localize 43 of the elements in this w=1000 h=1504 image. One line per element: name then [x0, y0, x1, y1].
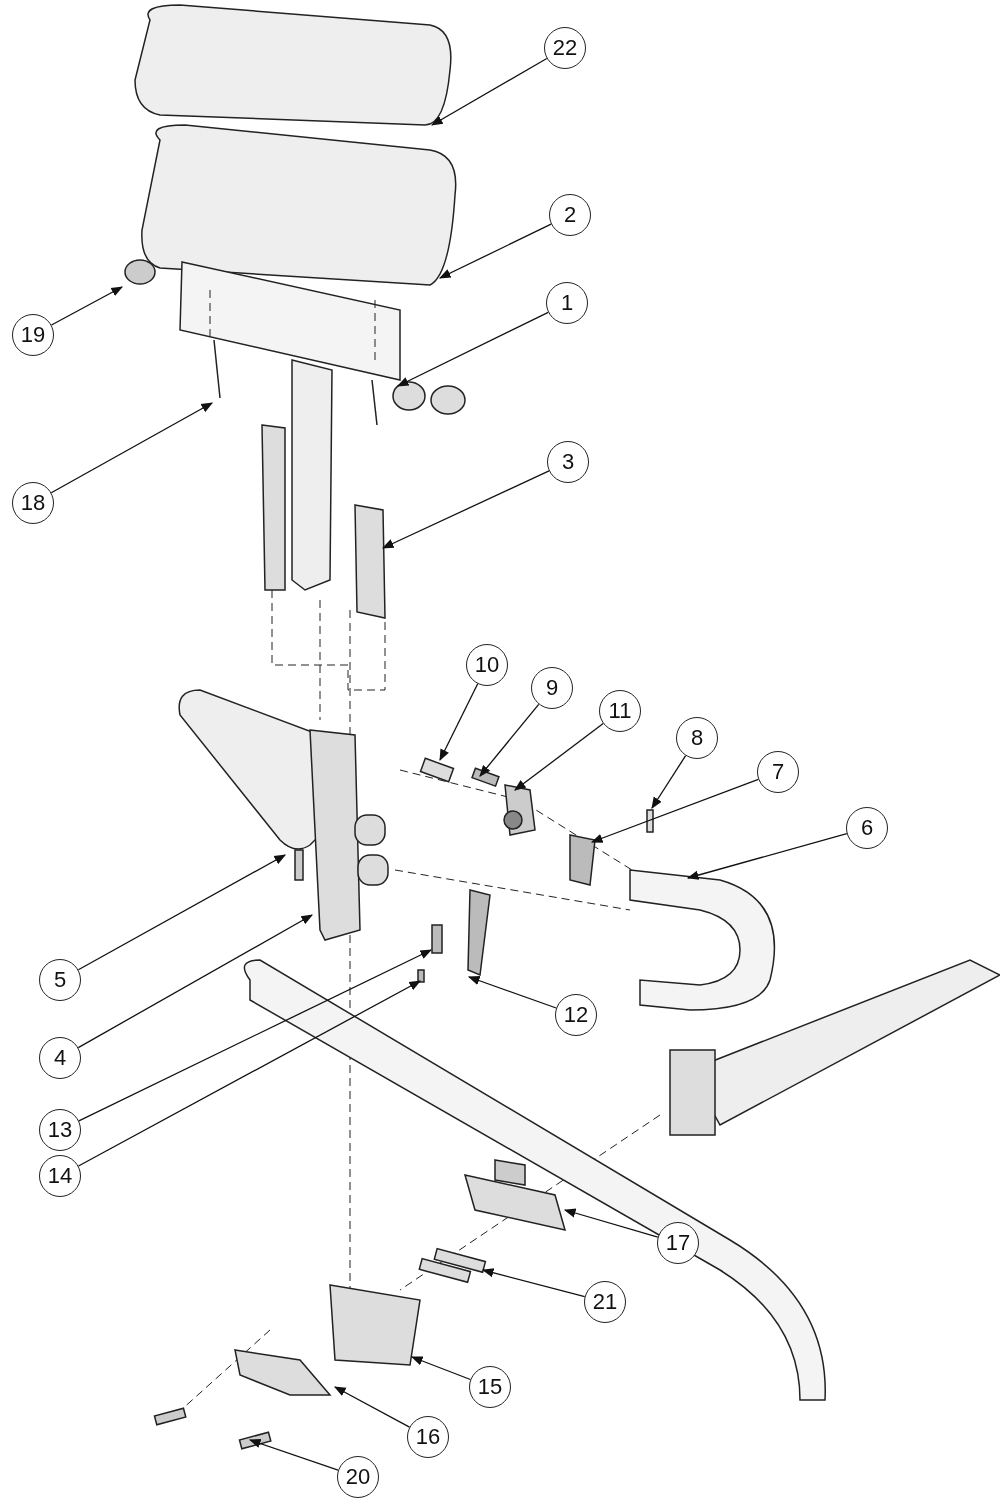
callout-number: 2 [549, 194, 591, 236]
callout-number: 12 [555, 994, 597, 1036]
leader-line [77, 914, 313, 1049]
callout-number: 18 [12, 482, 54, 524]
leader-line [77, 980, 422, 1167]
leader-line [77, 854, 286, 971]
leader-line [381, 470, 550, 549]
leader-line [467, 976, 557, 1009]
leader-line [431, 57, 548, 126]
callout-number: 10 [466, 644, 508, 686]
callout-number: 20 [337, 1456, 379, 1498]
callout-number: 21 [584, 1281, 626, 1323]
leader-line [590, 778, 759, 843]
leader-line [479, 703, 540, 777]
leader-line [686, 832, 848, 880]
callout-number: 15 [469, 1366, 511, 1408]
leader-line [50, 286, 124, 326]
callout-number: 7 [757, 751, 799, 793]
leader-line [333, 1386, 411, 1428]
callout-number: 8 [676, 717, 718, 759]
leader-line [439, 683, 479, 762]
callout-number: 11 [599, 690, 641, 732]
callout-number: 14 [39, 1155, 81, 1197]
callout-number: 3 [547, 441, 589, 483]
callout-number: 6 [846, 807, 888, 849]
leader-line [396, 311, 549, 387]
leader-line [78, 949, 433, 1122]
callout-number: 9 [531, 667, 573, 709]
callout-number: 5 [39, 959, 81, 1001]
callout-number: 1 [546, 282, 588, 324]
callout-number: 19 [12, 314, 54, 356]
callout-number: 16 [407, 1416, 449, 1458]
callout-number: 13 [39, 1109, 81, 1151]
leader-line [410, 1356, 472, 1381]
leader-line [514, 722, 604, 791]
leader-line [651, 755, 687, 809]
callout-number: 4 [39, 1037, 81, 1079]
callout-number: 22 [544, 27, 586, 69]
leader-line [50, 402, 213, 494]
leader-line [563, 1208, 659, 1238]
leader-line [438, 223, 552, 279]
leader-line [481, 1268, 586, 1298]
leader-line [248, 1439, 339, 1471]
